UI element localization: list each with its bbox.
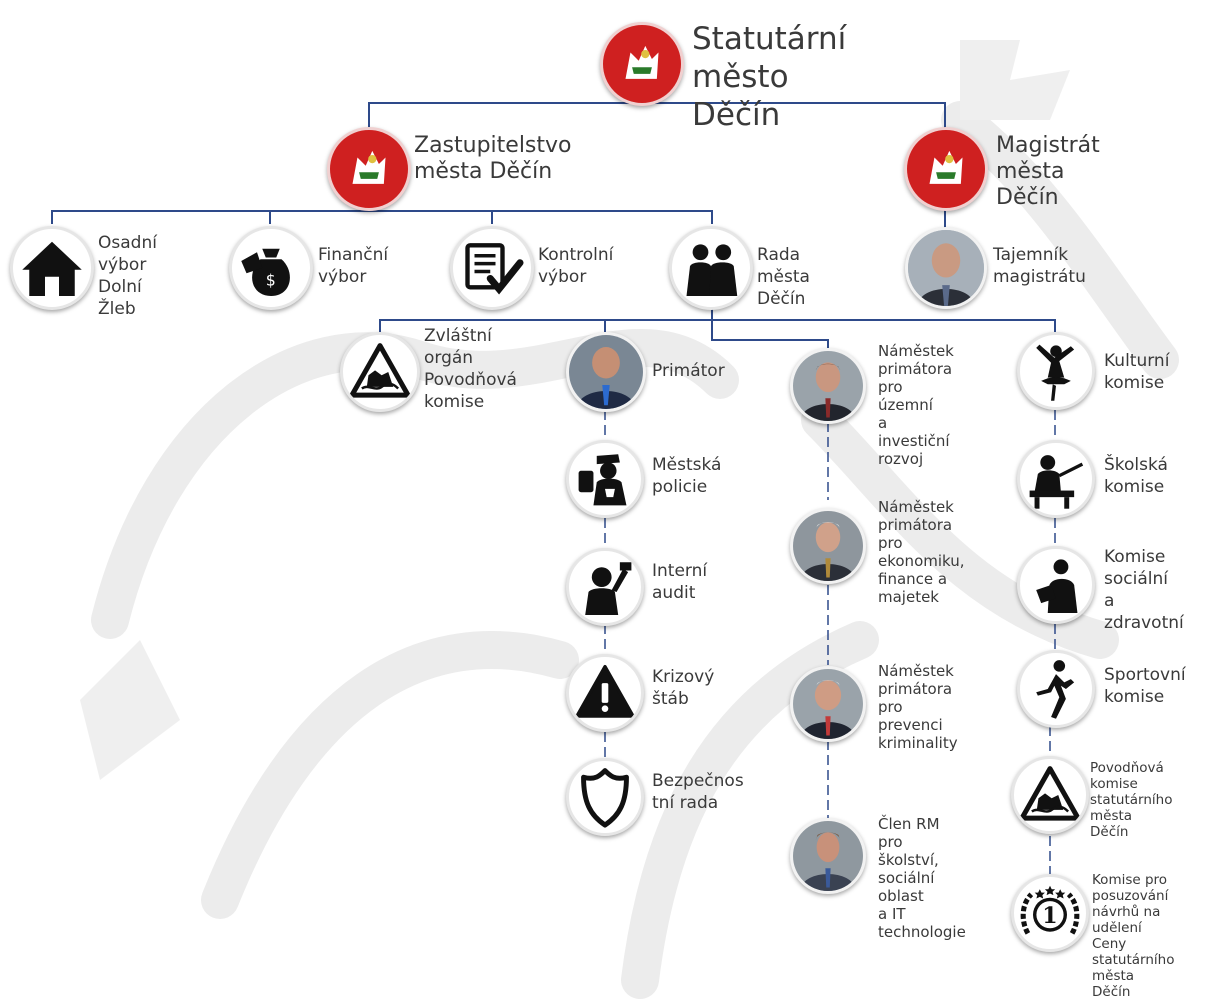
person-photo-icon bbox=[790, 508, 866, 584]
police-icon bbox=[566, 440, 644, 518]
school-commission-label: Školská komise bbox=[1104, 455, 1168, 497]
social-commission-label: Komise sociální a zdravotní bbox=[1104, 547, 1184, 633]
award-medal-icon: 1 bbox=[1011, 874, 1089, 952]
shield-icon bbox=[566, 758, 644, 836]
deputy-1-label: Náměstek primátora pro územní a investič… bbox=[878, 342, 954, 468]
root-label: Statutární město Děčín bbox=[692, 21, 847, 133]
person-photo-icon bbox=[566, 332, 646, 412]
flood-warning-icon bbox=[1011, 756, 1089, 834]
magistrate-label: Magistrát města Děčín bbox=[996, 133, 1100, 210]
city-emblem-icon bbox=[600, 22, 684, 106]
column-left-label: Zvláštní orgán Povodňová komise bbox=[424, 326, 517, 412]
culture-commission-label: Kulturní komise bbox=[1104, 351, 1170, 393]
checklist-icon bbox=[450, 226, 534, 310]
mayor-label: Primátor bbox=[652, 361, 725, 381]
reader-icon bbox=[1017, 546, 1095, 624]
security-council-label: Bezpečnos tní rada bbox=[652, 771, 744, 813]
flood-warning-icon bbox=[340, 332, 420, 412]
money-bag-icon: $ bbox=[229, 226, 313, 310]
svg-text:$: $ bbox=[266, 271, 276, 290]
award-commission-label: Komise pro posuzování návrhů na udělení … bbox=[1092, 872, 1175, 1000]
person-photo-icon bbox=[905, 227, 987, 309]
dancer-icon bbox=[1017, 332, 1095, 410]
tajemnik-label: Tajemník magistrátu bbox=[993, 245, 1086, 287]
audit-person-icon bbox=[566, 548, 644, 626]
person-photo-icon bbox=[790, 348, 866, 424]
city-emblem-icon bbox=[327, 127, 411, 211]
council-label: Zastupitelstvo města Děčín bbox=[414, 133, 572, 184]
deputy-4-label: Člen RM pro školství, sociální oblast a … bbox=[878, 815, 966, 941]
osadni-label: Osadní výbor Dolní Žleb bbox=[98, 233, 157, 319]
deputy-2-label: Náměstek primátora pro ekonomiku, financ… bbox=[878, 498, 965, 606]
award-medal-number: 1 bbox=[1042, 903, 1057, 929]
people-icon bbox=[669, 226, 753, 310]
person-photo-icon bbox=[790, 818, 866, 894]
kontrolni-label: Kontrolní výbor bbox=[538, 245, 614, 287]
person-photo-icon bbox=[790, 666, 866, 742]
crisis-staff-label: Krizový štáb bbox=[652, 667, 715, 709]
warning-triangle-icon bbox=[566, 654, 644, 732]
city-emblem-icon bbox=[904, 127, 988, 211]
police-label: Městská policie bbox=[652, 455, 722, 497]
deputy-3-label: Náměstek primátora pro prevenci kriminal… bbox=[878, 662, 958, 752]
sport-commission-label: Sportovní komise bbox=[1104, 665, 1186, 707]
rada-label: Rada města Děčín bbox=[757, 245, 810, 309]
teacher-icon bbox=[1017, 440, 1095, 518]
runner-icon bbox=[1017, 650, 1095, 728]
flood-commission-label: Povodňová komise statutárního města Děčí… bbox=[1090, 760, 1173, 840]
audit-label: Interní audit bbox=[652, 561, 708, 603]
financni-label: Finanční výbor bbox=[318, 245, 389, 287]
house-icon bbox=[10, 226, 94, 310]
